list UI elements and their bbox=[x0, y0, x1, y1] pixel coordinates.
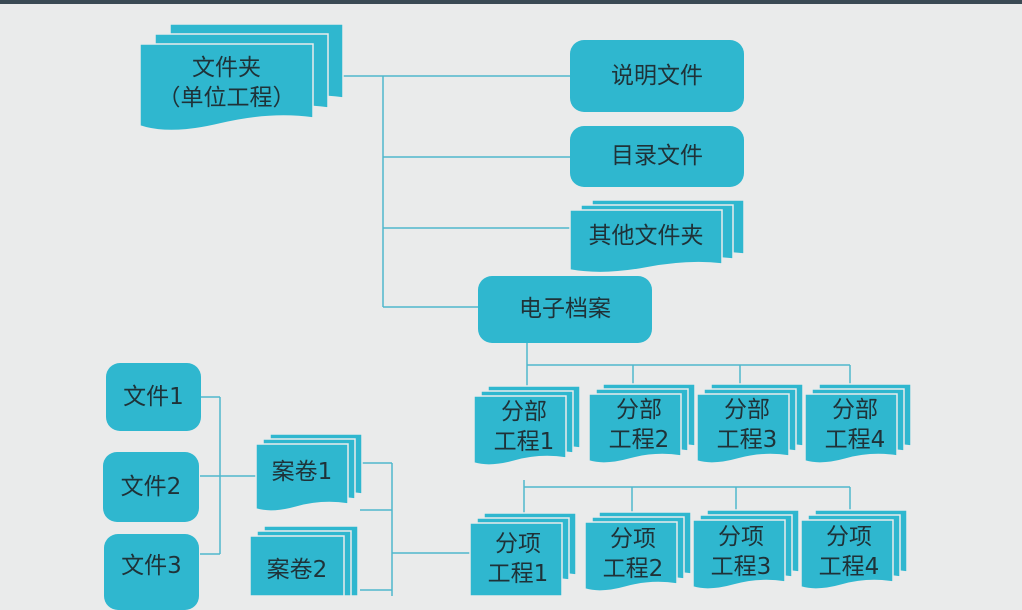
other-folder: 其他文件夹 bbox=[569, 198, 746, 274]
volume-2-label: 案卷2 bbox=[266, 557, 328, 584]
volume-1-label: 案卷1 bbox=[271, 459, 333, 486]
catalog-file-label: 目录文件 bbox=[611, 143, 703, 170]
subdivision-project-4: 分部 工程4 bbox=[804, 383, 913, 466]
itemized-project-4: 分项 工程4 bbox=[800, 509, 909, 592]
file-2-box: 文件2 bbox=[103, 452, 199, 522]
other-folder-label: 其他文件夹 bbox=[588, 223, 704, 250]
file-1-label: 文件1 bbox=[123, 383, 184, 410]
folder-label-line1: 文件夹 bbox=[192, 55, 261, 82]
document-stack-icon bbox=[139, 23, 344, 132]
document-stack-icon bbox=[469, 512, 577, 597]
volume-1: 案卷1 bbox=[255, 433, 364, 516]
file-2-label: 文件2 bbox=[120, 473, 182, 500]
explain-file-box: 说明文件 bbox=[570, 40, 744, 112]
folder-label-line2: （单位工程） bbox=[157, 85, 296, 111]
subdivision-project-2-label: 分部 工程2 bbox=[608, 397, 670, 453]
file-3-label: 文件3 bbox=[121, 552, 182, 579]
catalog-file-box: 目录文件 bbox=[570, 126, 744, 187]
connector-lines bbox=[200, 75, 851, 596]
volume-2: 案卷2 bbox=[249, 525, 360, 597]
subdivision-project-4-label: 分部 工程4 bbox=[824, 397, 886, 453]
document-stack-icon bbox=[255, 433, 363, 512]
electronic-archive-label: 电子档案 bbox=[519, 296, 611, 323]
document-stack-icon bbox=[800, 509, 908, 590]
document-stack-icon bbox=[588, 383, 696, 464]
folder-unit-project: 文件夹 （单位工程） bbox=[139, 22, 345, 132]
document-stack-icon bbox=[473, 385, 581, 466]
itemized-project-2: 分项 工程2 bbox=[584, 511, 693, 594]
itemized-project-1: 分项 工程1 bbox=[469, 512, 578, 597]
document-stack-icon bbox=[569, 199, 745, 274]
document-stack-icon bbox=[692, 509, 800, 590]
subdivision-project-1-label: 分部 工程1 bbox=[493, 399, 555, 455]
subdivision-project-2: 分部 工程2 bbox=[588, 383, 697, 466]
itemized-project-4-label: 分项 工程4 bbox=[818, 524, 880, 580]
subdivision-project-1: 分部 工程1 bbox=[473, 385, 582, 466]
electronic-archive-box: 电子档案 bbox=[478, 276, 652, 343]
subdivision-project-3-label: 分部 工程3 bbox=[716, 397, 778, 453]
itemized-project-1-label: 分项 工程1 bbox=[487, 531, 549, 587]
file-3-box: 文件3 bbox=[104, 534, 199, 610]
subdivision-project-3: 分部 工程3 bbox=[696, 383, 805, 466]
document-stack-icon bbox=[584, 511, 692, 592]
document-stack-icon bbox=[804, 383, 912, 464]
file-1-box: 文件1 bbox=[106, 363, 201, 431]
document-stack-icon bbox=[249, 525, 359, 597]
itemized-project-2-label: 分项 工程2 bbox=[602, 526, 664, 582]
top-bar bbox=[0, 0, 1022, 4]
itemized-project-3: 分项 工程3 bbox=[692, 509, 801, 592]
document-stack-icon bbox=[696, 383, 804, 464]
itemized-project-3-label: 分项 工程3 bbox=[710, 524, 772, 580]
explain-file-label: 说明文件 bbox=[611, 62, 703, 89]
